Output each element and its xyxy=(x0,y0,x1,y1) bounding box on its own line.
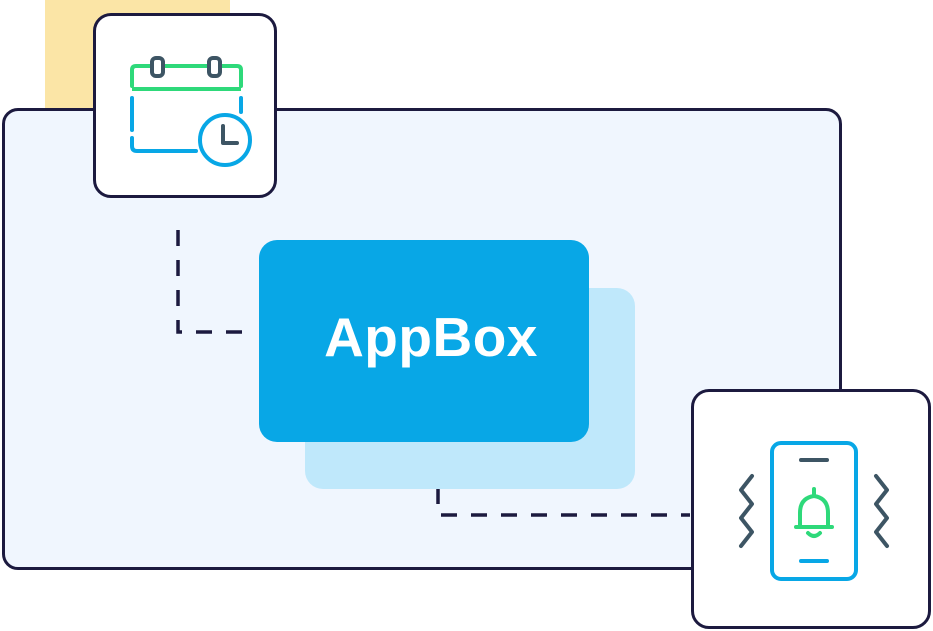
vibration-left-icon xyxy=(739,474,754,548)
brand-label: AppBox xyxy=(324,306,538,368)
calendar-card xyxy=(93,13,277,198)
calendar-clock-icon xyxy=(130,56,252,167)
phone-notification-icon xyxy=(739,441,889,581)
brand-card: AppBox xyxy=(259,240,589,442)
vibration-right-icon xyxy=(874,474,889,548)
phone-card xyxy=(691,389,931,629)
bell-icon xyxy=(794,487,834,538)
